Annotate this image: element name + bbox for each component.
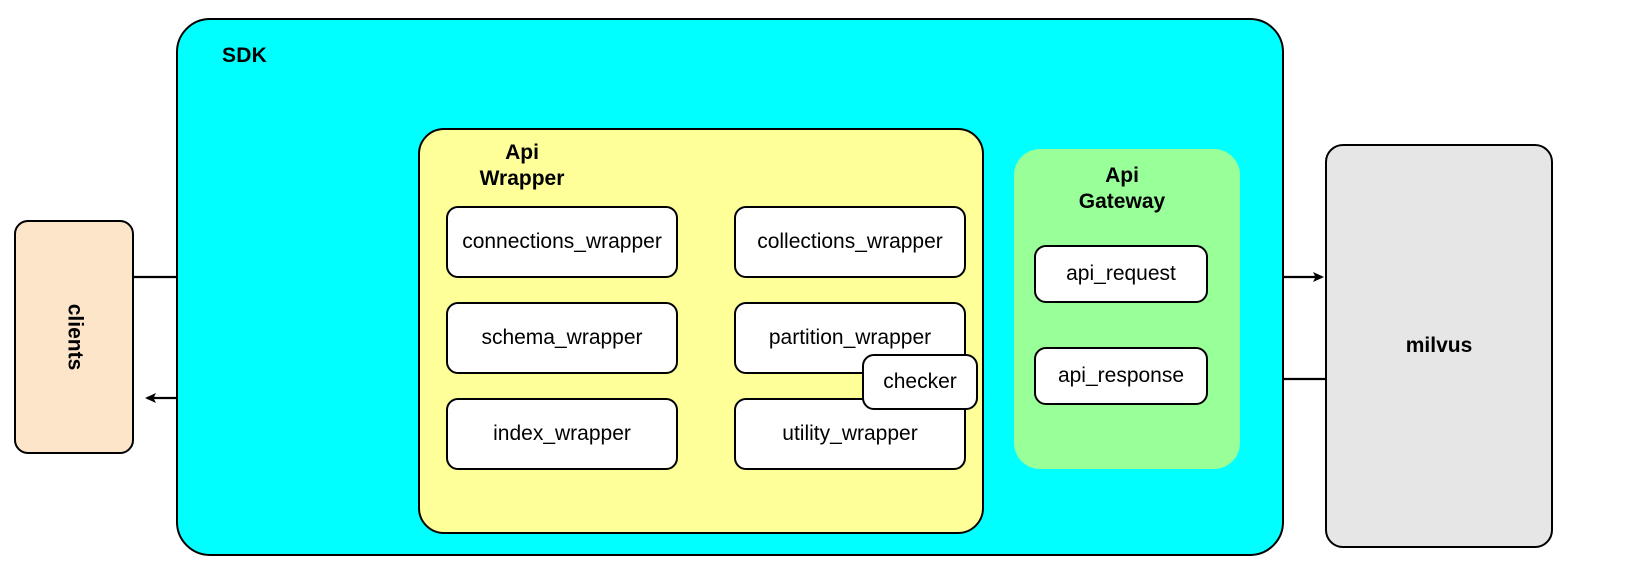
checker-label: checker — [883, 370, 957, 393]
module-index-wrapper[interactable]: index_wrapper — [446, 398, 678, 470]
api-wrapper-label-line1: Api — [505, 141, 539, 164]
api-gateway-container[interactable]: Api Gateway api_request api_response — [1014, 149, 1240, 469]
module-collections-wrapper[interactable]: collections_wrapper — [734, 206, 966, 278]
module-label: schema_wrapper — [481, 326, 643, 349]
api-wrapper-label-line2: Wrapper — [479, 167, 565, 191]
milvus-box[interactable]: milvus — [1325, 144, 1553, 548]
module-label: index_wrapper — [493, 422, 631, 445]
module-utility-wrapper[interactable]: utility_wrapper — [734, 398, 966, 470]
api-wrapper-label: Api Wrapper — [442, 140, 602, 193]
module-label: collections_wrapper — [757, 230, 943, 253]
api-gateway-label-line2: Gateway — [1078, 190, 1166, 214]
module-label: utility_wrapper — [782, 422, 918, 445]
api-wrapper-container[interactable]: Api Wrapper connections_wrapper collecti… — [418, 128, 984, 534]
milvus-label: milvus — [1405, 334, 1473, 357]
module-api-request[interactable]: api_request — [1034, 245, 1208, 303]
api-gateway-label: Api Gateway — [1022, 163, 1222, 216]
clients-box[interactable]: clients — [14, 220, 134, 454]
module-label: partition_wrapper — [768, 326, 932, 349]
checker-box[interactable]: checker — [862, 354, 978, 410]
sdk-label: SDK — [222, 44, 267, 67]
module-connections-wrapper[interactable]: connections_wrapper — [446, 206, 678, 278]
module-api-response[interactable]: api_response — [1034, 347, 1208, 405]
module-schema-wrapper[interactable]: schema_wrapper — [446, 302, 678, 374]
sdk-container[interactable]: SDK Api Wrapper connections_wrapper coll… — [176, 18, 1284, 556]
clients-label: clients — [63, 303, 86, 371]
module-label: connections_wrapper — [462, 230, 662, 253]
module-label: api_request — [1066, 262, 1176, 285]
module-label: api_response — [1057, 364, 1185, 387]
api-gateway-label-line1: Api — [1105, 164, 1139, 187]
